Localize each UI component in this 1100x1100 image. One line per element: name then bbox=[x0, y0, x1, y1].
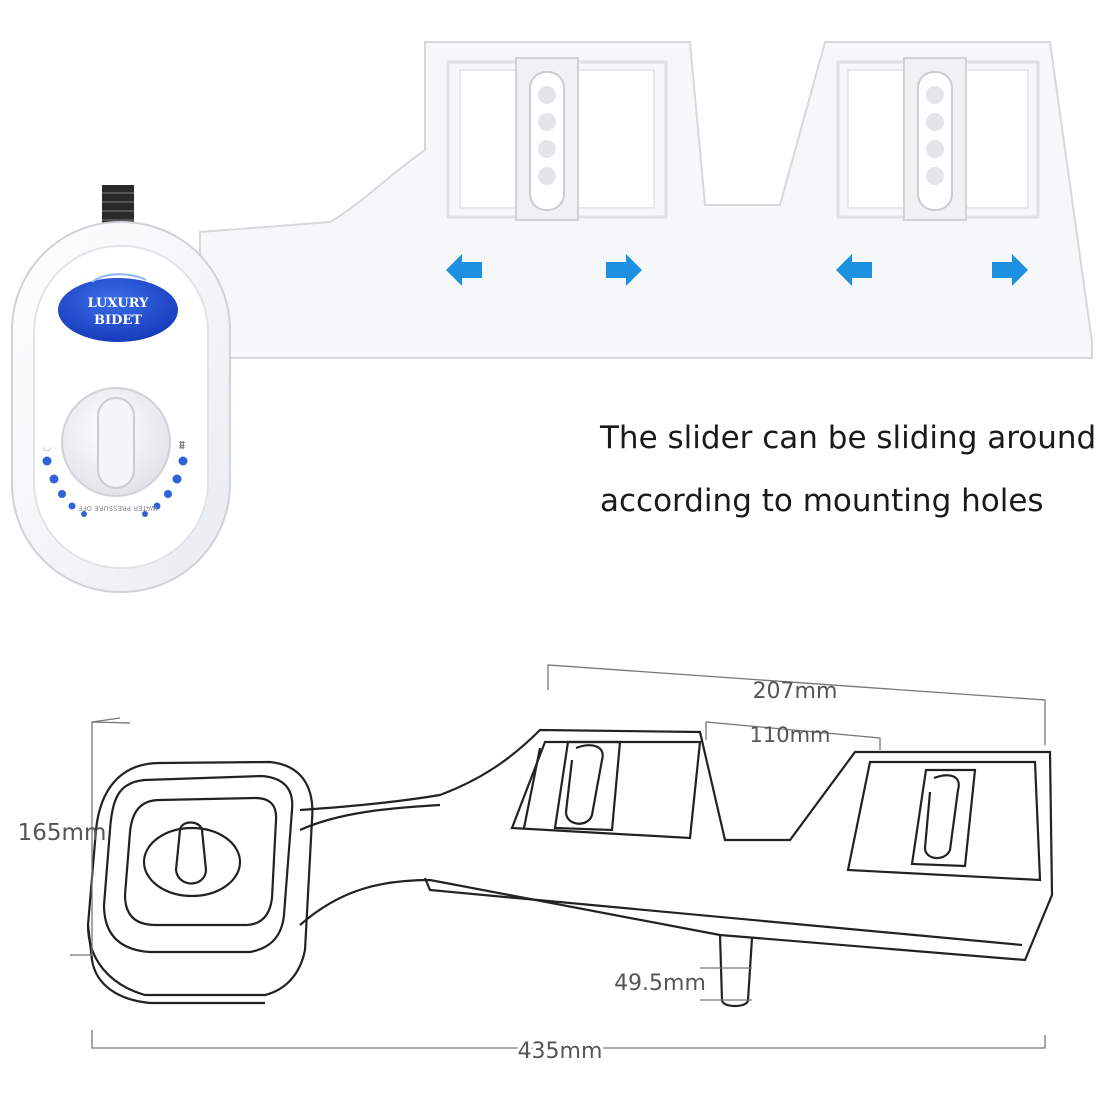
caption-line-2: according to mounting holes bbox=[600, 483, 1044, 519]
pressure-indicator-dots bbox=[42, 456, 188, 517]
arrow-right-icon bbox=[606, 254, 642, 286]
caption-line-1: The slider can be sliding around bbox=[600, 420, 1097, 456]
dimension-drawing bbox=[86, 728, 1054, 1008]
dim-height: 165mm bbox=[18, 820, 107, 846]
slot-frame-left bbox=[446, 57, 668, 221]
slot-frame-right bbox=[836, 57, 1040, 221]
dimension-lines bbox=[70, 664, 1046, 1049]
dim-length: 435mm bbox=[518, 1039, 603, 1064]
low-icon: ◡ bbox=[43, 442, 52, 453]
arrow-left-icon bbox=[446, 254, 482, 286]
brand-logo: LUXURY BIDET bbox=[58, 273, 178, 342]
svg-text:BIDET: BIDET bbox=[94, 313, 142, 328]
pressure-dial-knob[interactable] bbox=[61, 387, 171, 497]
dim-nozzle: 49.5mm bbox=[614, 971, 706, 996]
bidet-photo: LUXURY BIDET ◡ ⩩ WATER PRESSURE OFF bbox=[11, 41, 1093, 593]
arrow-left-icon bbox=[836, 254, 872, 286]
dim-slot-span: 207mm bbox=[753, 679, 838, 704]
dim-slot-width: 110mm bbox=[750, 723, 831, 747]
high-icon: ⩩ bbox=[179, 438, 186, 452]
arrow-right-icon bbox=[992, 254, 1028, 286]
svg-text:LUXURY: LUXURY bbox=[88, 296, 150, 311]
dial-label: WATER PRESSURE OFF bbox=[78, 504, 157, 512]
